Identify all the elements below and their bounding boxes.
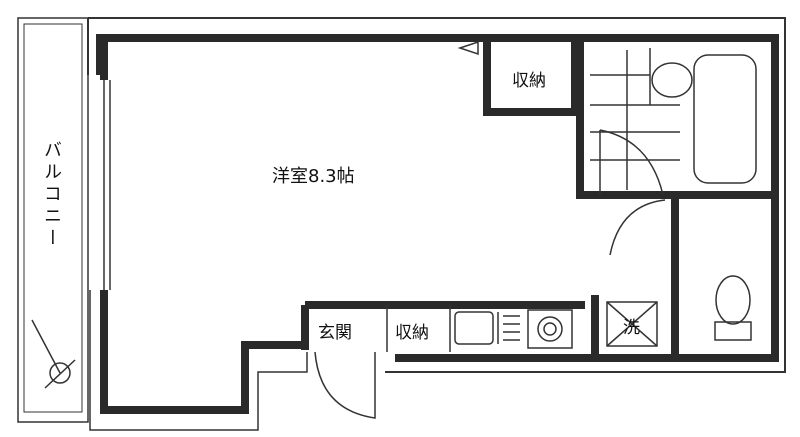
room-label-storage-top: 収納 xyxy=(512,71,546,91)
compass-icon xyxy=(49,362,71,384)
west-wall-lower xyxy=(100,290,305,414)
top-closet-door xyxy=(457,40,479,56)
entrance-door xyxy=(314,351,376,419)
room-label-western-room: 洋室8.3帖 xyxy=(272,166,355,187)
room-label-storage-bottom: 収納 xyxy=(395,323,429,343)
bath-wall xyxy=(576,38,775,199)
sink-icon xyxy=(651,62,693,98)
washer-pan-icon xyxy=(606,301,658,347)
balcony-window xyxy=(103,80,111,290)
closet-wall xyxy=(483,38,579,116)
lower-outer xyxy=(89,290,308,431)
entry-wall xyxy=(301,301,585,350)
toilet-door xyxy=(609,199,666,256)
kitchen-sink-icon xyxy=(454,311,494,345)
bath-tiles xyxy=(590,48,680,190)
bathtub-icon xyxy=(693,54,757,184)
room-label-laundry: 洗 xyxy=(623,318,640,338)
toilet-tank-icon xyxy=(714,321,752,341)
bath-door xyxy=(599,129,664,196)
balcony-area xyxy=(17,17,89,423)
toilet-bowl-icon xyxy=(715,275,751,325)
room-label-entrance: 玄関 xyxy=(318,323,352,343)
stove-icon xyxy=(527,309,573,349)
room-label-balcony: バルコニー xyxy=(41,140,62,250)
